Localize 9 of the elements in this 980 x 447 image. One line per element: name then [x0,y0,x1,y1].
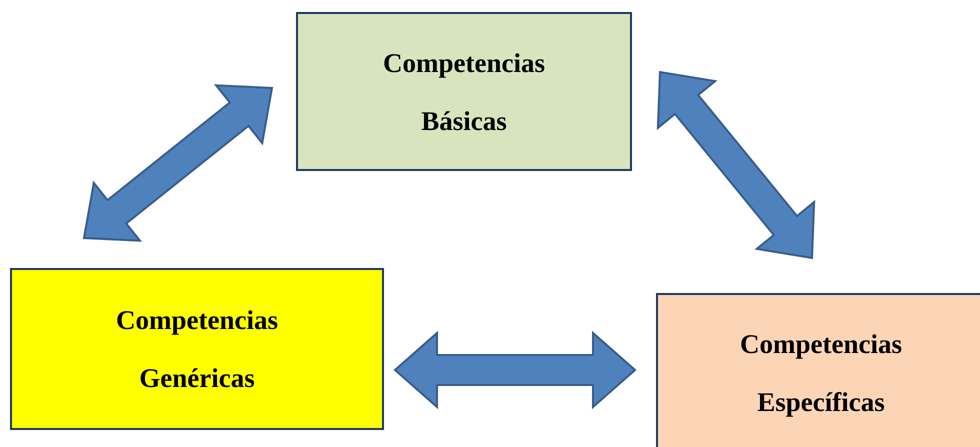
double-arrow [393,330,637,410]
competency-box [296,12,632,171]
competency-box [656,293,980,447]
box-title: Competencias Específicas [740,328,902,419]
double-arrow [656,70,816,260]
double-arrow [82,84,274,242]
box-title: Competencias Genéricas [116,304,278,395]
competency-box [10,268,384,430]
box-title: Competencias Básicas [383,46,545,138]
